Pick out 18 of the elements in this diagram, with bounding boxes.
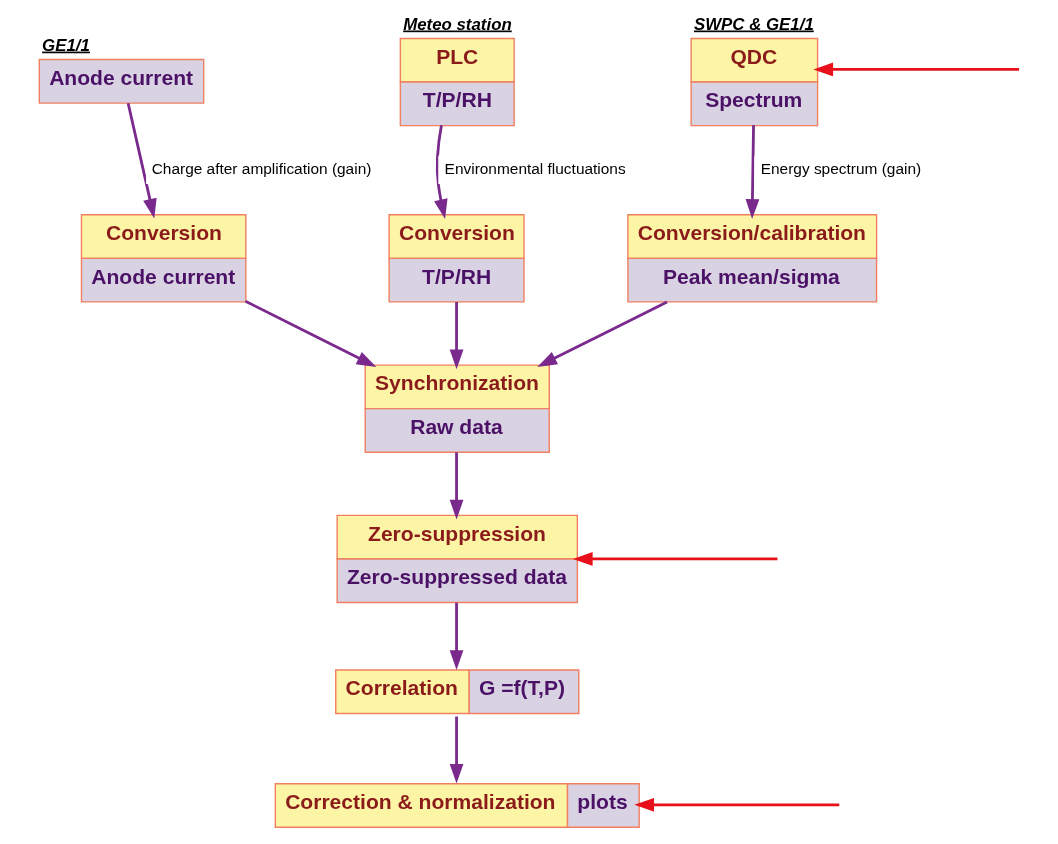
node-label: GE1/1 [41,35,90,55]
node-label: SWPC & GE1/1 [693,14,814,34]
edge-label: Charge after amplification (gain) [151,159,371,177]
arrow [449,602,463,670]
arrow [433,125,448,219]
arrow [449,716,463,784]
arrow [812,62,1019,77]
edge-label: Energy spectrum (gain) [760,159,921,177]
arrow [244,299,376,367]
arrow [449,302,463,370]
node-label: Meteo station [402,14,512,34]
arrow [449,452,463,520]
arrow [745,125,759,219]
arrow [126,102,157,219]
arrow [633,797,839,812]
arrow [536,300,668,367]
arrow [572,552,777,566]
edge-label: Environmental fluctuations [444,159,626,177]
